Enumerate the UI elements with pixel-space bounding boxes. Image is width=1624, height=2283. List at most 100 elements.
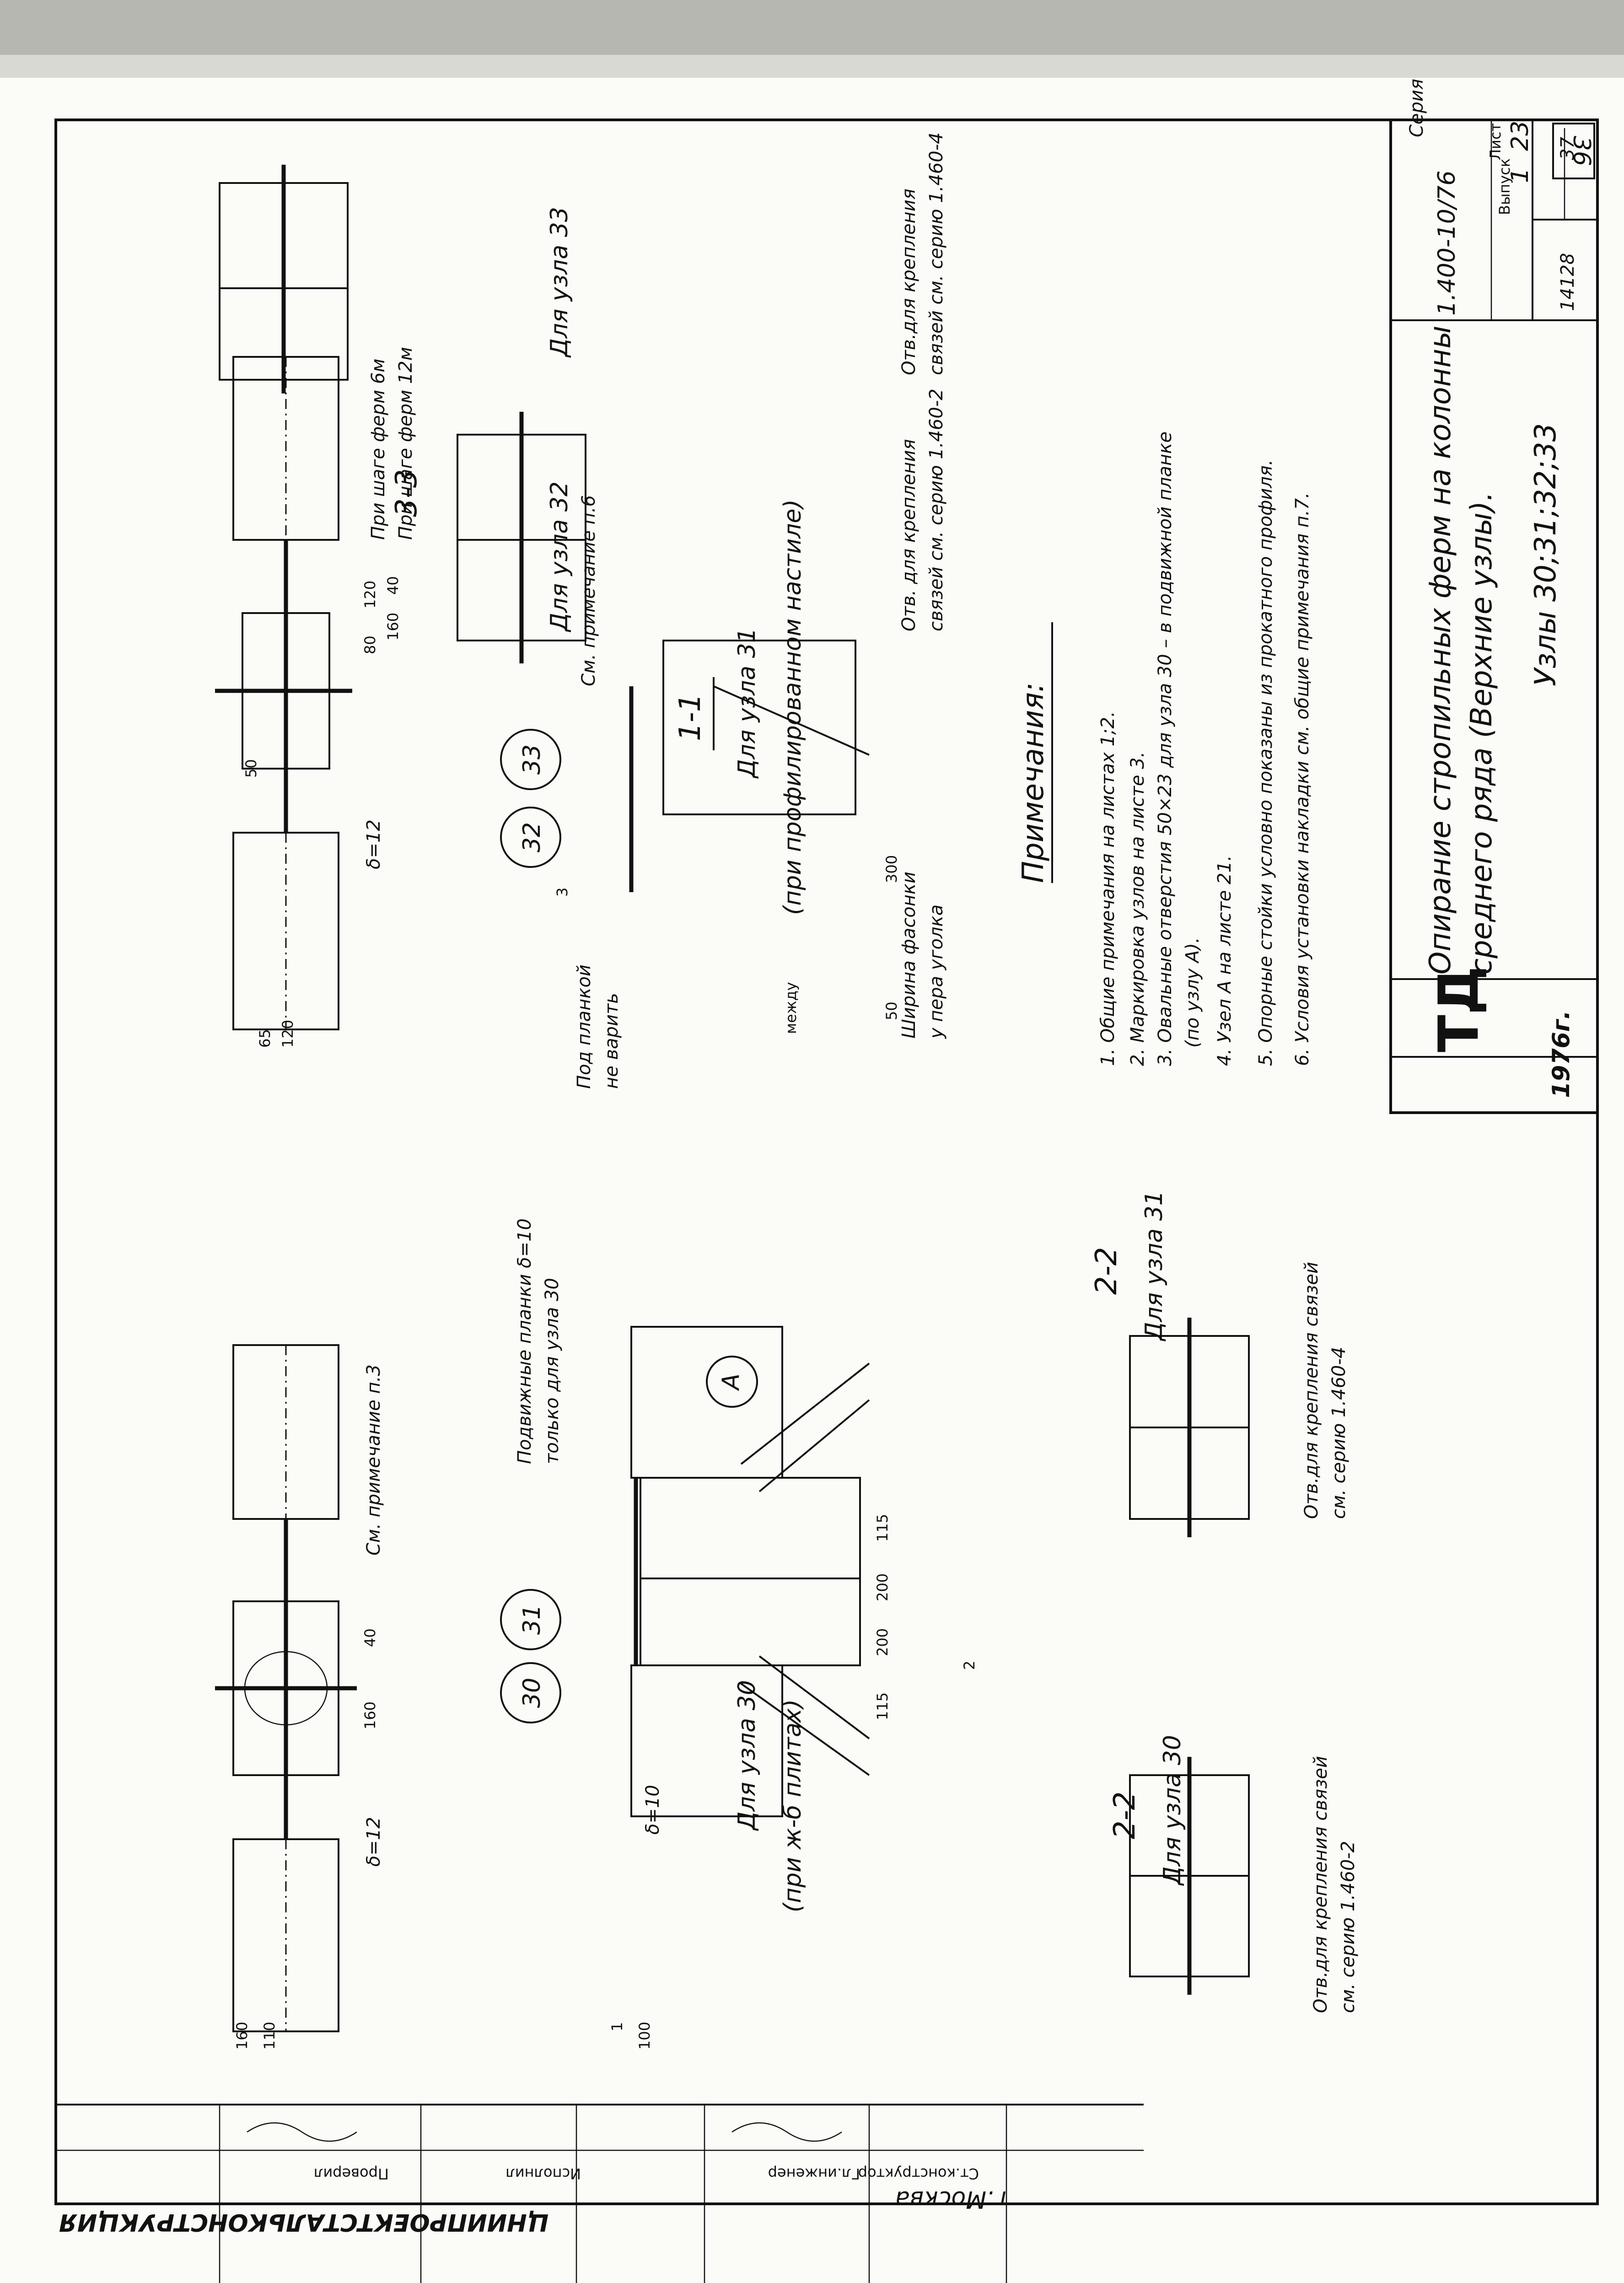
section-1-1-node-31: 1-1 Для узла 31 (при профилированном нас… — [215, 347, 807, 1048]
callout-a-circle — [706, 1356, 758, 1408]
gusset-width-1: Ширина фасонки — [898, 872, 920, 1039]
dim-50-c: 50 — [883, 1002, 900, 1020]
no-weld-2: не варить — [601, 993, 622, 1089]
stamp-city: г.Москва — [895, 2186, 1006, 2213]
note-6: 6. Условия установки накладки см. общие … — [1292, 492, 1313, 1066]
dim-40-b: 40 — [384, 576, 402, 595]
archive-number: 14128 — [1557, 253, 1578, 311]
stamp-role-2: Проверил — [314, 2165, 389, 2182]
title-line-2: среднего ряда (Верхние узлы). — [1465, 492, 1499, 975]
signature-2 — [731, 2122, 842, 2142]
section-1-1-b-sub2: (при профилированном настиле) — [779, 499, 807, 915]
node-badge-31 — [500, 1589, 561, 1650]
section-2-2-a-sub: Для узла 30 — [1159, 1735, 1186, 1886]
no-weld-1: Под планкой — [574, 964, 595, 1089]
see-note-6: См. примечание п.6 — [578, 495, 599, 686]
series-number: 1.400-10/76 — [1433, 171, 1461, 316]
dim-65-b: 65 — [256, 1029, 274, 1048]
page-number-box — [1552, 123, 1595, 179]
node-label-32: 32 — [518, 822, 546, 852]
note-3b: (по узлу A). — [1182, 937, 1203, 1048]
section-2-2-a-note2: см. серию 1.460-2 — [1338, 1841, 1359, 2013]
approval-stamp: ЦНИИПРОЕКТСТАЛЬКОНСТРУКЦИЯ г.Москва Пров… — [56, 2104, 1144, 2283]
step-6m: При шаге ферм 6м — [368, 359, 389, 540]
elevation-nodes-32-33: 32 33 См. примечание п.6 Под планкой не … — [500, 495, 947, 1089]
notes-heading: Примечания: — [1016, 682, 1050, 883]
delta-12-b: δ=12 — [363, 819, 384, 869]
column-head-32 — [662, 640, 856, 815]
title-line-3: Узлы 30;31;32;33 — [1529, 423, 1563, 686]
section-1-1-a-sub2: (при ж-б плитах) — [779, 1699, 807, 1912]
section-3-3-note-b2: связей см. серию 1.460-4 — [926, 132, 947, 375]
issue-label: Выпуск — [1496, 158, 1513, 215]
dim-40-a: 40 — [361, 1628, 379, 1647]
title-line-1: Опирание стропильных ферм на колонны — [1424, 325, 1457, 975]
signature-1 — [247, 2122, 357, 2142]
dim-100: 100 — [636, 2022, 653, 2050]
section-3-3-sub-a: Для узла 32 — [546, 481, 573, 632]
section-3-3-title: 3-3 — [390, 469, 424, 517]
movable-plates-1: Подвижные планки δ=10 — [514, 1218, 535, 1464]
cut-mark-1: 1 — [608, 2022, 626, 2031]
section-2-2-b-sub: Для узла 31 — [1140, 1190, 1168, 1341]
section-3-3-sub-b: Для узла 33 — [546, 207, 573, 358]
dim-160-a: 160 — [361, 1701, 379, 1729]
node-badge-30 — [500, 1662, 561, 1723]
section-1-1-node-30: 1-1 Для узла 30 (при ж-б плитах) δ=12 См… — [215, 1344, 807, 2050]
sheet-label: Лист — [1487, 123, 1504, 160]
dim-115-b: 115 — [874, 1692, 891, 1720]
archive-number-2: 37 — [1557, 137, 1578, 160]
note-4: 4. Узел A на листе 21. — [1214, 855, 1235, 1066]
stamp-role-3: Исполнил — [505, 2165, 581, 2182]
cut-mark-2: 2 — [961, 1661, 978, 1670]
movable-plates-2: только для узла 30 — [542, 1278, 563, 1464]
dim-160-c: 160 — [233, 2022, 251, 2050]
title-block-frame — [1389, 118, 1599, 1114]
dim-80-b: 80 — [361, 635, 379, 654]
dim-300: 300 — [883, 855, 900, 883]
callout-a: A — [717, 1373, 745, 1391]
section-2-2-a-note: Отв.для крепления связей — [1310, 1756, 1331, 2013]
node-label-30: 30 — [518, 1678, 546, 1708]
delta-10: δ=10 — [642, 1785, 663, 1835]
stamp-role-1: Ст.конструктор — [858, 2165, 979, 2182]
step-12m: При шаге ферм 12м — [395, 347, 416, 540]
node-label-31: 31 — [518, 1605, 546, 1635]
between-label: между — [782, 982, 800, 1034]
sheet-number: 23 — [1506, 121, 1534, 151]
column-head-b — [640, 1477, 861, 1579]
delta-12-a: δ=12 — [363, 1817, 384, 1867]
see-note-3: См. примечание п.3 — [363, 1364, 384, 1556]
elevation-nodes-30-31: 30 31 A Подвижные планки δ=10 только для… — [500, 1218, 978, 2050]
year: 1976г. — [1548, 1010, 1575, 1098]
cut-mark-3: 3 — [554, 888, 571, 897]
org-logo: ТД — [1427, 966, 1491, 1052]
section-3-3-note-a: Отв. для крепления — [898, 439, 920, 632]
node-badge-32 — [500, 807, 561, 868]
node-badge-33 — [500, 729, 561, 790]
dim-200-b: 200 — [874, 1628, 891, 1656]
scan-edge-dark — [0, 0, 1624, 55]
stamp-org: ЦНИИПРОЕКТСТАЛЬКОНСТРУКЦИЯ — [59, 2208, 549, 2236]
section-2-2-a-title: 2-2 — [1108, 1791, 1142, 1839]
dim-120-b: 120 — [361, 581, 379, 608]
series-label: Серия — [1406, 79, 1427, 137]
section-1-1-b-sub1: Для узла 31 — [733, 628, 761, 779]
note-2: 2. Маркировка узлов на листе 3. — [1127, 752, 1148, 1066]
section-3-3: 3-3 Для узла 32 Для узла 33 Отв. для кре… — [219, 132, 947, 663]
note-3: 3. Овальные отверстия 50×23 для узла 30 … — [1155, 431, 1176, 1066]
gusset-width-2: у пера уголка — [926, 905, 947, 1039]
section-2-2-b-title: 2-2 — [1090, 1247, 1124, 1295]
notes-block: Примечания: 1. Общие примечания на листа… — [1016, 431, 1313, 1066]
page-number: 36 — [1568, 136, 1595, 166]
section-3-3-note-a2: связей см. серию 1.460-2 — [926, 388, 947, 631]
section-3-3-note-b: Отв.для крепления — [898, 188, 920, 375]
section-1-1-a-sub1: Для узла 30 — [733, 1680, 761, 1831]
sheet-frame — [54, 118, 1599, 2205]
stamp-role-4: Гл.инженер — [768, 2165, 860, 2182]
column-head-a — [640, 1578, 861, 1666]
chord-end-right — [630, 1326, 783, 1479]
section-2-2-b-note: Отв.для крепления связей — [1301, 1262, 1322, 1519]
node-label-33: 33 — [518, 744, 546, 775]
